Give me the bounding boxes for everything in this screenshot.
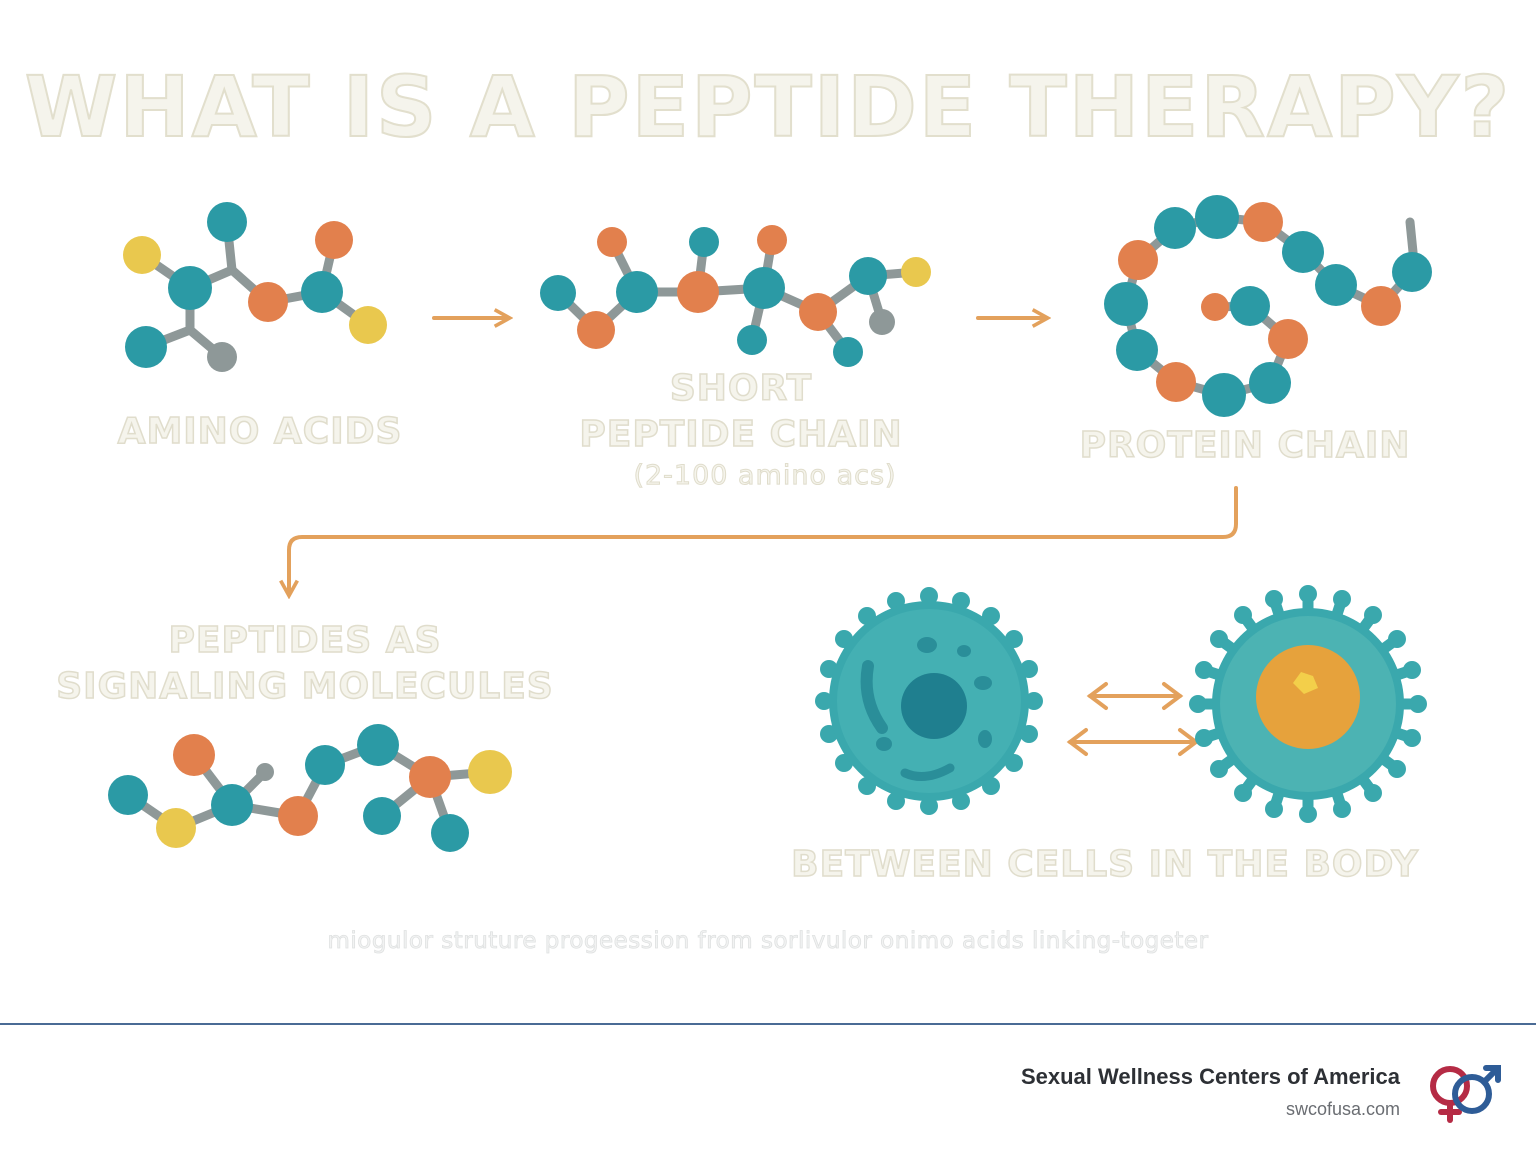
figure-caption: miogulor struture progeession from sorli… [327,928,1209,955]
label-between-cells: BETWEEN CELLS IN THE BODY [790,843,1419,886]
gender-symbols-logo-icon [1430,1065,1501,1123]
connector-arrow [289,486,1238,594]
brand-name: Sexual Wellness Centers of America [1020,1064,1400,1089]
short-chain-line2: PEPTIDE CHAIN [579,413,903,456]
label-protein-chain: PROTEIN CHAIN [1079,424,1411,467]
signaling-line1: PEPTIDES AS [168,619,442,662]
signaling-line2: SIGNALING MOLECULES [56,665,554,708]
label-signaling-molecules: PEPTIDES AS SIGNALING MOLECULES [40,618,570,710]
footer-divider [0,1023,1536,1025]
right-cell [1189,585,1427,823]
label-short-peptide-chain: SHORT PEPTIDE CHAIN [541,366,941,458]
page-title: WHAT IS A PEPTIDE THERAPY? [24,57,1512,157]
amino-acids-text: AMINO ACIDS [117,410,403,453]
short-chain-line1: SHORT [669,367,813,410]
protein-spiral [1104,195,1432,417]
left-cell [815,587,1043,815]
label-amino-acids: AMINO ACIDS [60,409,460,455]
brand-url: swcofusa.com [1285,1099,1400,1119]
short-chain-note: (2-100 amino acs) [633,460,897,492]
exchange-arrows [1066,682,1200,756]
